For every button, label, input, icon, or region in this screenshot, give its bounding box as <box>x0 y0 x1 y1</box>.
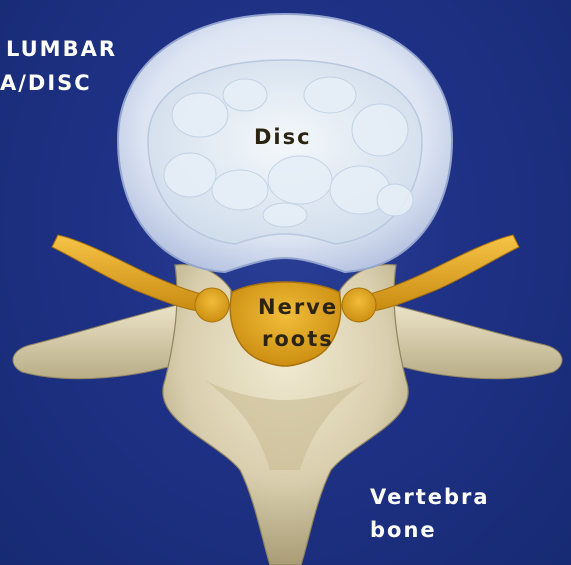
nerve-roots-label-line-1: Nerve <box>258 294 338 320</box>
disc-label: Disc <box>254 124 312 150</box>
title-line-2: A/DISC <box>0 70 92 96</box>
nerve-roots-label-line-2: roots <box>262 326 334 352</box>
vertebra-bone-label-line-2: bone <box>370 517 437 543</box>
vertebra-bone-label-line-1: Vertebra <box>370 484 490 510</box>
title-line-1: LUMBAR <box>6 36 117 62</box>
